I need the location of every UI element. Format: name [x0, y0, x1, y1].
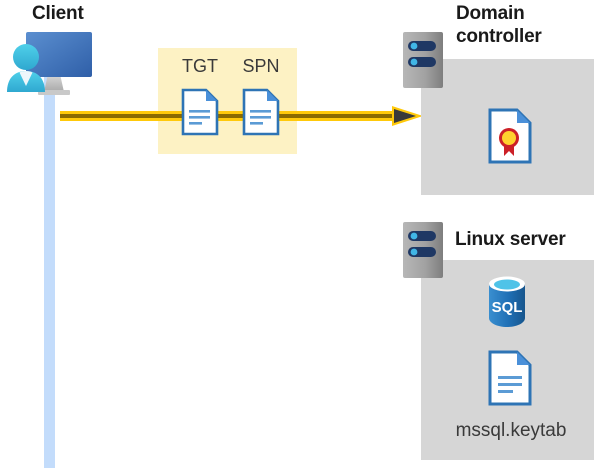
client-workstation-icon: [4, 26, 96, 98]
request-arrow: [60, 104, 425, 130]
domain-controller-title: Domain controller: [456, 3, 542, 47]
client-lifeline: [44, 60, 55, 468]
keytab-filename-label: mssql.keytab: [455, 420, 567, 441]
sql-glyph: SQL: [492, 299, 523, 316]
token-label-spn: SPN: [242, 56, 280, 76]
certificate-document-icon: [488, 108, 532, 164]
keytab-document-icon: [488, 350, 532, 406]
token-label-tgt: TGT: [182, 56, 218, 76]
spn-document-icon: [242, 88, 280, 141]
sql-database-icon: SQL: [483, 274, 531, 330]
linux-server-rack-icon: [403, 222, 443, 278]
client-title: Client: [32, 3, 84, 24]
linux-server-title: Linux server: [455, 229, 566, 250]
tgt-document-icon: [181, 88, 219, 141]
domain-controller-server-rack-icon: [403, 32, 443, 88]
